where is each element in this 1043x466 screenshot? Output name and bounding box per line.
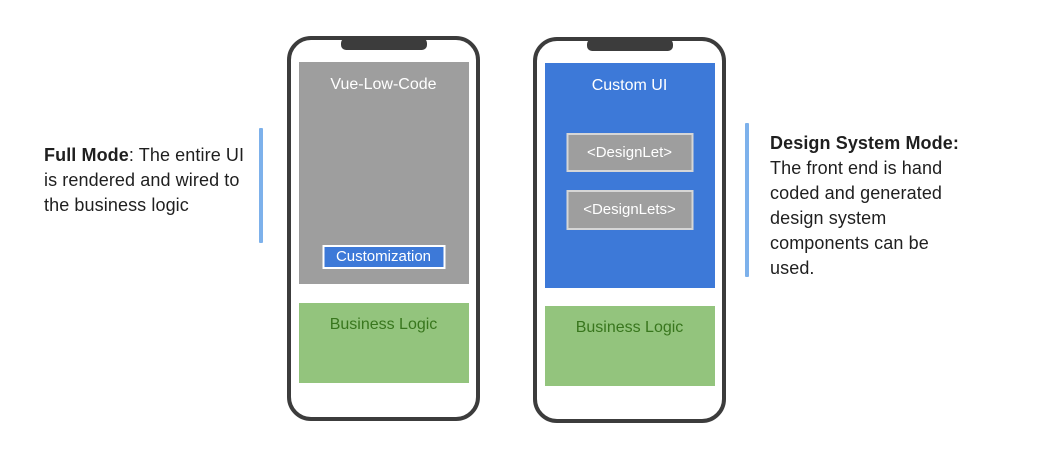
left-business-logic-label: Business Logic <box>329 316 438 333</box>
right-business-logic-label: Business Logic <box>575 319 684 336</box>
right-accent-bar <box>745 123 749 277</box>
left-business-logic-box: Business Logic <box>298 303 469 383</box>
customization-button: Customization <box>322 245 445 269</box>
designlet-button: <DesignLet> <box>566 133 693 172</box>
custom-ui-title: Custom UI <box>591 77 668 94</box>
full-mode-annotation: Full Mode: The entire UI is rendered and… <box>44 143 260 218</box>
designlets-button: <DesignLets> <box>566 190 693 230</box>
full-mode-body: : The entire UI is rendered and wired to… <box>44 145 245 215</box>
design-system-mode-heading: Design System Mode: <box>770 133 959 153</box>
design-system-mode-annotation: Design System Mode: The front end is han… <box>770 131 968 281</box>
left-accent-bar <box>259 128 263 243</box>
vue-low-code-screen: Vue-Low-Code Customization <box>298 62 469 284</box>
left-phone-frame: Vue-Low-Code Customization Business Logi… <box>287 36 480 421</box>
right-phone-notch <box>586 39 673 51</box>
right-phone-frame: Custom UI <DesignLet> <DesignLets> Busin… <box>533 37 726 423</box>
design-system-mode-body: The front end is hand coded and generate… <box>770 158 943 278</box>
custom-ui-screen: Custom UI <DesignLet> <DesignLets> <box>544 63 715 288</box>
right-business-logic-box: Business Logic <box>544 306 715 386</box>
left-phone-notch <box>340 38 427 50</box>
full-mode-heading: Full Mode <box>44 145 129 165</box>
vue-low-code-title: Vue-Low-Code <box>330 76 437 93</box>
